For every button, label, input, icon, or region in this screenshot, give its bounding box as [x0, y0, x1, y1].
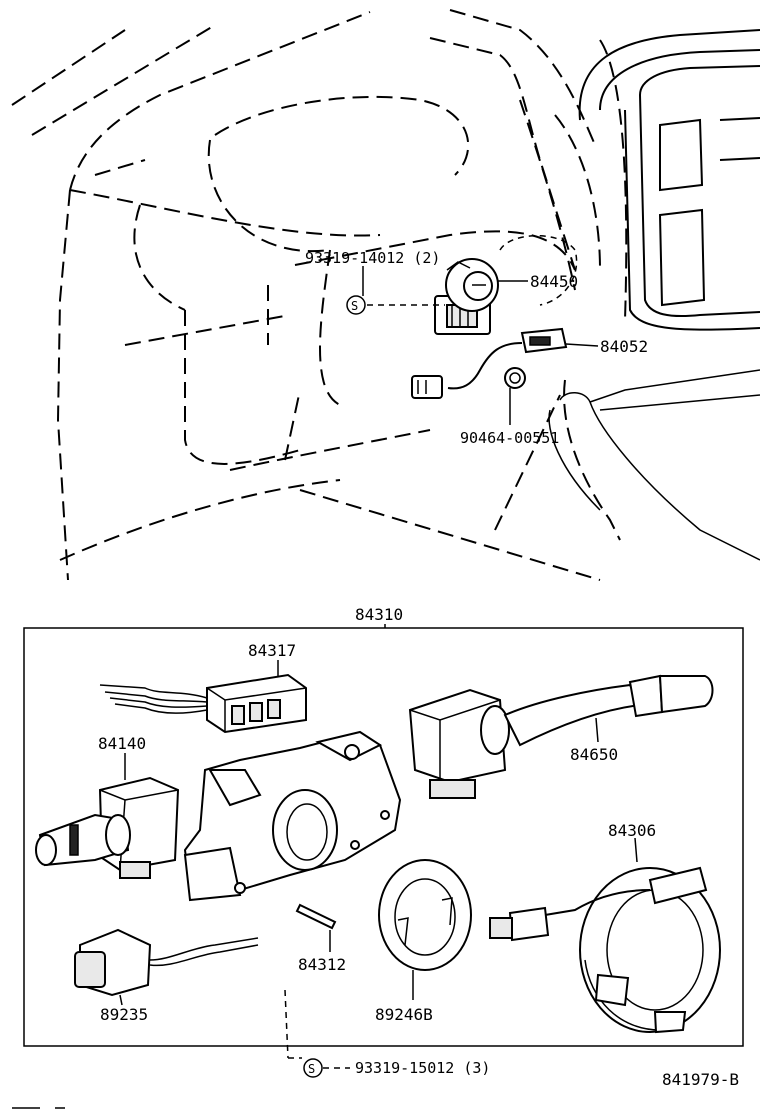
part-switch-body [183, 730, 402, 902]
screw-symbol-icon [346, 295, 366, 315]
screw-symbol-label-bottom: S [308, 1062, 315, 1076]
dashboard-outline [11, 9, 628, 581]
callout-93319-15012: 93319-15012 (3) [355, 1059, 490, 1077]
assembly-label: 84310 [355, 605, 403, 624]
part-84317 [99, 660, 307, 734]
ignition-switch [434, 235, 578, 335]
part-84312: 84312 [295, 903, 346, 974]
key-reminder-harness [411, 327, 568, 425]
part-89246b: 89246B [375, 859, 472, 1024]
callout-89246b: 89246B [375, 1005, 433, 1024]
part-84650 [408, 674, 714, 799]
screw-symbol-icon-bottom [303, 1058, 323, 1078]
callout-84140: 84140 [98, 734, 146, 753]
screw-callout-bottom: S 93319-15012 (3) [284, 989, 490, 1078]
callout-84306: 84306 [608, 821, 656, 840]
callout-84052: 84052 [600, 337, 648, 356]
callout-84312: 84312 [298, 955, 346, 974]
callout-84317: 84317 [248, 641, 296, 660]
callout-89235: 89235 [100, 1005, 148, 1024]
dashboard-callouts: S 93319-14012 (2) 84450 84052 90464-0055… [305, 249, 648, 447]
callout-84650: 84650 [570, 745, 618, 764]
assembly-frame: 84310 [23, 605, 744, 1047]
door-frame [548, 29, 760, 561]
diagram-id: 841979-B [662, 1070, 739, 1089]
part-84306 [489, 837, 721, 1034]
part-84140 [35, 753, 180, 879]
callout-93319-14012: 93319-14012 (2) [305, 249, 440, 267]
part-89235: 89235 [74, 928, 259, 1024]
callout-84450: 84450 [530, 272, 578, 291]
callout-90464-00551: 90464-00551 [460, 429, 559, 447]
screw-symbol-label: S [351, 299, 358, 313]
assembly-callouts: 84317 84140 84650 84306 [98, 641, 656, 840]
